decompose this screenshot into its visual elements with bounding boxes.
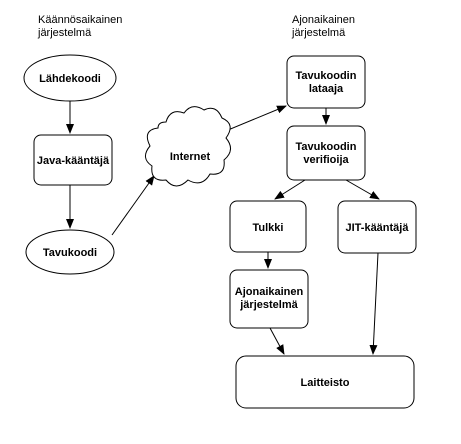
- edge-runtime-to-hardware: [269, 327, 285, 355]
- compile-time-heading: Käännösaikainen järjestelmä: [37, 14, 122, 39]
- interpreter-box: [229, 200, 307, 253]
- bytecode-loader-label-line1: Tavukoodin: [296, 70, 357, 82]
- bytecode-ellipse: [25, 229, 115, 275]
- edge-jit-to-hardware: [369, 252, 379, 355]
- hardware-box: [235, 355, 415, 409]
- source-code-ellipse: [23, 54, 117, 102]
- jit-compiler-label: JIT-kääntäjä: [346, 222, 410, 234]
- node-java-compiler: Java-kääntäjä: [33, 134, 113, 186]
- bytecode-loader-label-line2: lataaja: [309, 83, 344, 95]
- node-jit-compiler: JIT-kääntäjä: [337, 200, 417, 254]
- runtime-system-label-line2: järjestelmä: [239, 299, 298, 311]
- runtime-system-box: [229, 269, 309, 329]
- edge-verifier-to-jit: [345, 179, 380, 200]
- bytecode-label: Tavukoodi: [43, 247, 97, 259]
- bytecode-loader-box: [286, 55, 366, 109]
- runtime-heading: Ajonaikainen järjestelmä: [291, 14, 355, 39]
- bytecode-verifier-box: [286, 125, 366, 181]
- interpreter-label: Tulkki: [253, 222, 284, 234]
- runtime-heading-line1: Ajonaikainen: [292, 14, 355, 26]
- jit-compiler-box: [337, 200, 417, 254]
- source-code-label: Lähdekoodi: [39, 73, 101, 85]
- edge-internet-to-loader: [227, 105, 287, 131]
- node-interpreter: Tulkki: [229, 200, 307, 253]
- runtime-heading-line2: järjestelmä: [291, 27, 346, 39]
- java-compiler-box: [33, 134, 113, 186]
- node-source-code: Lähdekoodi: [23, 54, 117, 102]
- runtime-system-label-line1: Ajonaikainen: [235, 286, 304, 298]
- bytecode-verifier-label-line2: verifioija: [303, 154, 349, 166]
- hardware-label: Laitteisto: [301, 377, 350, 389]
- java-compiler-label: Java-kääntäjä: [37, 155, 110, 167]
- node-internet: Internet: [145, 106, 231, 187]
- edges: [66, 101, 380, 355]
- node-runtime-system: Ajonaikainen järjestelmä: [229, 269, 309, 329]
- node-bytecode: Tavukoodi: [25, 229, 115, 275]
- internet-label: Internet: [170, 151, 211, 163]
- internet-cloud: [145, 106, 231, 187]
- node-bytecode-verifier: Tavukoodin verifioija: [286, 125, 366, 181]
- edge-verifier-to-interpreter: [274, 179, 306, 200]
- edge-bytecode-to-internet: [111, 175, 155, 236]
- bytecode-verifier-label-line1: Tavukoodin: [296, 141, 357, 153]
- compile-time-heading-line2: järjestelmä: [37, 27, 92, 39]
- node-hardware: Laitteisto: [235, 355, 415, 409]
- compile-time-heading-line1: Käännösaikainen: [38, 14, 122, 26]
- node-bytecode-loader: Tavukoodin lataaja: [286, 55, 366, 109]
